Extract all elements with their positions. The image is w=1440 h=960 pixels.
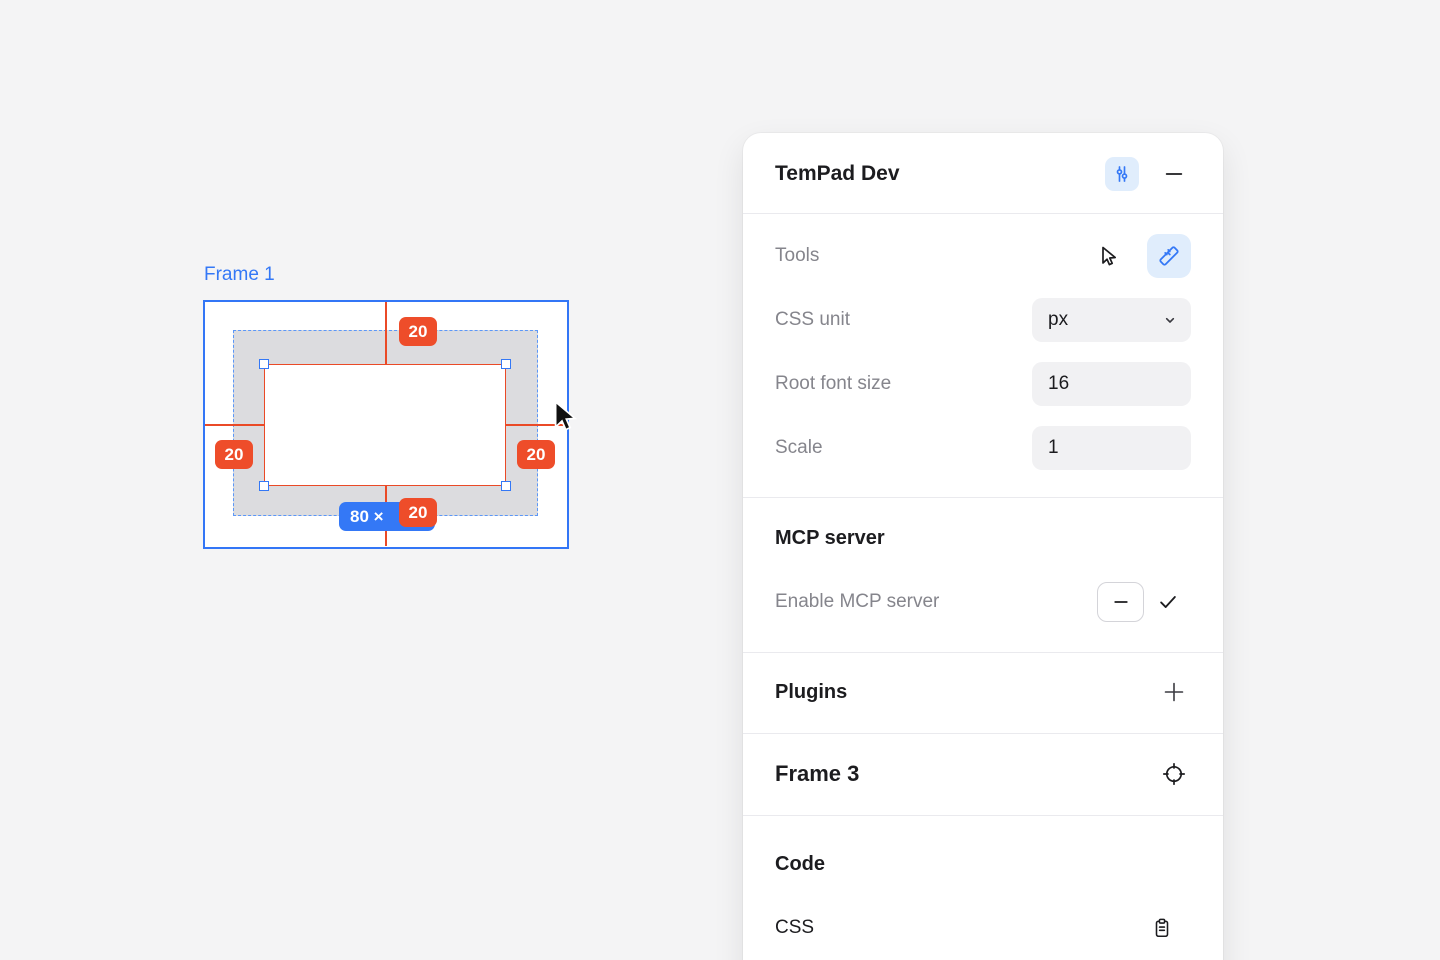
css-code-label: CSS <box>775 917 815 938</box>
tempad-dev-panel: TemPad Dev Tools <box>743 133 1223 960</box>
clipboard-icon <box>1151 917 1173 939</box>
minus-icon <box>1111 592 1131 612</box>
measure-line-top <box>385 302 387 365</box>
measure-tool-button[interactable] <box>1147 234 1191 278</box>
cursor-tool-button[interactable] <box>1087 234 1131 278</box>
mcp-toggle <box>1097 582 1191 622</box>
scale-label: Scale <box>775 437 823 458</box>
spacing-badge-bottom: 20 <box>399 498 437 527</box>
divider <box>743 213 1223 214</box>
plus-icon <box>1162 680 1186 704</box>
selected-element[interactable] <box>264 364 506 486</box>
resize-handle-top-left[interactable] <box>259 359 269 369</box>
copy-css-button[interactable] <box>1145 911 1179 945</box>
design-frame[interactable]: 80 × 20 20 20 20 <box>203 300 569 549</box>
root-font-size-label: Root font size <box>775 373 892 394</box>
enable-mcp-label: Enable MCP server <box>775 591 940 612</box>
divider <box>743 733 1223 734</box>
sliders-icon <box>1112 164 1132 184</box>
settings-button[interactable] <box>1105 156 1139 191</box>
locate-frame-button[interactable] <box>1157 757 1191 791</box>
crosshair-icon <box>1162 762 1186 786</box>
resize-handle-top-right[interactable] <box>501 359 511 369</box>
measure-line-left <box>205 424 265 426</box>
resize-handle-bottom-left[interactable] <box>259 481 269 491</box>
cursor-icon <box>1097 244 1121 268</box>
chevron-down-icon <box>1162 312 1178 328</box>
css-unit-select[interactable]: px <box>1032 298 1191 342</box>
spacing-badge-top: 20 <box>399 317 437 346</box>
tools-label: Tools <box>775 245 820 266</box>
divider <box>743 652 1223 653</box>
mcp-server-heading: MCP server <box>775 526 885 549</box>
mcp-off-button[interactable] <box>1097 582 1144 622</box>
mcp-on-button[interactable] <box>1144 582 1191 622</box>
frame-name-label[interactable]: Frame 1 <box>204 264 275 285</box>
mouse-cursor <box>550 400 580 434</box>
ruler-icon <box>1157 244 1181 268</box>
measure-line-right <box>506 424 566 426</box>
minus-icon <box>1163 163 1185 185</box>
spacing-badge-left: 20 <box>215 440 253 469</box>
css-unit-label: CSS unit <box>775 309 850 330</box>
code-heading: Code <box>775 852 825 875</box>
check-icon <box>1157 591 1179 613</box>
css-unit-value: px <box>1048 309 1069 330</box>
resize-handle-bottom-right[interactable] <box>501 481 511 491</box>
root-font-size-input[interactable] <box>1032 362 1191 406</box>
divider <box>743 815 1223 816</box>
selected-frame-heading: Frame 3 <box>775 761 860 786</box>
divider <box>743 497 1223 498</box>
scale-input[interactable] <box>1032 426 1191 470</box>
spacing-badge-right: 20 <box>517 440 555 469</box>
panel-title: TemPad Dev <box>775 161 900 185</box>
plugins-heading: Plugins <box>775 680 848 703</box>
add-plugin-button[interactable] <box>1157 675 1191 709</box>
minimize-button[interactable] <box>1157 157 1191 191</box>
